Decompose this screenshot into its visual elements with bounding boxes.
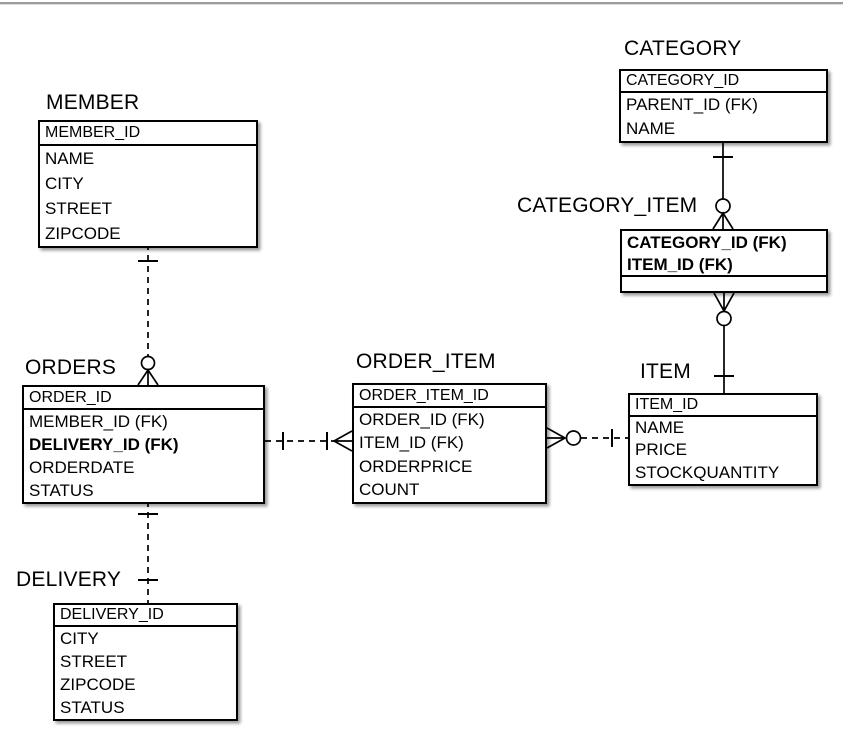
entity-order-item-title: ORDER_ITEM — [356, 350, 496, 373]
entity-orders-attr: ORDERDATE — [29, 457, 135, 477]
entity-category-pk: CATEGORY_ID — [621, 71, 826, 93]
entity-member-attr: ZIPCODE — [45, 223, 121, 243]
relationship-member-orders — [137, 244, 159, 386]
entity-member-attr: STREET — [45, 198, 113, 218]
crow-foot-icon — [713, 292, 735, 313]
entity-orders-attr: STATUS — [29, 480, 94, 500]
entity-item-box: ITEM_ID NAME PRICE STOCKQUANTITY — [628, 393, 818, 486]
relationship-orders-order-item — [265, 430, 353, 452]
entity-order-item-box: ORDER_ITEM_ID ORDER_ID (FK) ITEM_ID (FK)… — [352, 383, 547, 504]
entity-delivery-title: DELIVERY — [16, 568, 122, 591]
relationship-orders-delivery — [138, 501, 158, 603]
entity-category-item-pk: ITEM_ID (FK) — [622, 254, 826, 277]
entity-member-attr: NAME — [45, 148, 95, 168]
entity-order-item-attr: ORDERPRICE — [359, 456, 473, 476]
relationship-order-item-item — [546, 427, 628, 449]
entity-delivery-box: DELIVERY_ID CITY STREET ZIPCODE STATUS — [53, 603, 238, 721]
entity-orders-pk: ORDER_ID — [24, 387, 263, 410]
crow-foot-icon — [332, 430, 353, 452]
top-divider — [0, 2, 843, 4]
entity-member-pk: MEMBER_ID — [40, 122, 256, 146]
entity-item-attr: STOCKQUANTITY — [635, 462, 780, 482]
crow-foot-icon — [137, 368, 159, 386]
entity-delivery-attr: CITY — [60, 628, 99, 648]
entity-delivery-pk: DELIVERY_ID — [55, 605, 236, 627]
entity-member-attr: CITY — [45, 173, 84, 193]
entity-delivery-attr: ZIPCODE — [60, 674, 136, 694]
entity-item-pk: ITEM_ID — [630, 395, 816, 417]
entity-orders-title: ORDERS — [25, 356, 117, 379]
entity-order-item-attr: ORDER_ID (FK) — [359, 409, 485, 429]
entity-item-attr: PRICE — [635, 440, 687, 460]
entity-orders-attr: DELIVERY_ID (FK) — [29, 434, 179, 454]
entity-order-item-attr: COUNT — [359, 480, 420, 500]
entity-order-item-attr: ITEM_ID (FK) — [359, 433, 464, 453]
entity-order-item-pk: ORDER_ITEM_ID — [354, 385, 545, 408]
entity-item-attr: NAME — [635, 418, 685, 438]
entity-category-item-empty-section — [622, 277, 826, 291]
crow-foot-icon — [546, 427, 567, 449]
entity-category-item-title: CATEGORY_ITEM — [517, 194, 698, 217]
relationship-category-item-item — [713, 292, 735, 393]
entity-category-attr: NAME — [626, 119, 676, 138]
entity-category-box: CATEGORY_ID PARENT_ID (FK) NAME — [619, 69, 828, 143]
entity-orders-box: ORDER_ID MEMBER_ID (FK) DELIVERY_ID (FK)… — [22, 385, 265, 504]
crow-foot-icon — [712, 211, 734, 230]
zero-circle-icon — [565, 430, 582, 446]
entity-delivery-attr: STREET — [60, 651, 128, 671]
entity-category-title: CATEGORY — [624, 37, 742, 60]
entity-category-attr: PARENT_ID (FK) — [626, 95, 758, 114]
entity-orders-attr: MEMBER_ID (FK) — [29, 411, 168, 431]
entity-member-box: MEMBER_ID NAME CITY STREET ZIPCODE — [38, 120, 258, 248]
top-divider-highlight — [0, 4, 843, 5]
zero-circle-icon — [140, 355, 156, 371]
entity-delivery-attr: STATUS — [60, 697, 125, 717]
entity-item-title: ITEM — [640, 360, 691, 383]
relationship-category-category-item — [712, 139, 734, 230]
zero-circle-icon — [716, 310, 732, 327]
zero-circle-icon — [715, 198, 731, 214]
entity-category-item-pk: CATEGORY_ID (FK) — [627, 232, 787, 252]
entity-category-item-box: CATEGORY_ID (FK) ITEM_ID (FK) — [620, 229, 828, 293]
entity-member-title: MEMBER — [46, 91, 140, 114]
